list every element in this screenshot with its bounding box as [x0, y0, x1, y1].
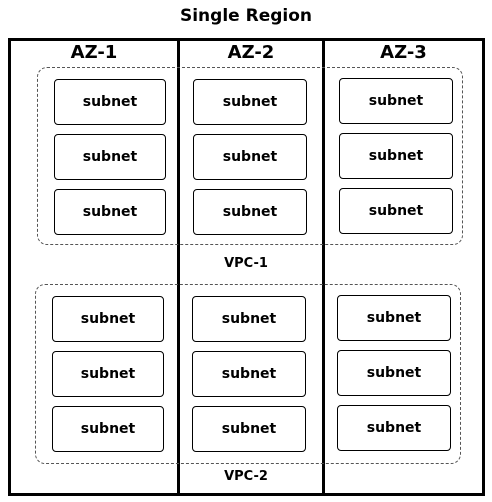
vpc-2-boundary	[35, 284, 461, 464]
subnet-vpc2-az3-2: subnet	[337, 350, 451, 396]
subnet-vpc2-az2-1: subnet	[192, 296, 306, 342]
az-label-3: AZ-3	[380, 42, 427, 63]
az-label-2: AZ-2	[227, 42, 275, 63]
diagram-title: Single Region	[179, 6, 312, 26]
subnet-vpc1-az1-3: subnet	[54, 189, 166, 235]
vpc-1-label: VPC-1	[224, 256, 268, 271]
subnet-vpc1-az3-2: subnet	[339, 133, 453, 179]
vpc-2-label: VPC-2	[224, 469, 268, 484]
subnet-vpc1-az2-1: subnet	[193, 79, 307, 125]
az-divider-1	[177, 38, 180, 496]
subnet-vpc2-az2-3: subnet	[192, 406, 306, 452]
az-label-1: AZ-1	[70, 42, 118, 63]
subnet-vpc1-az1-2: subnet	[54, 134, 166, 180]
subnet-vpc2-az3-3: subnet	[337, 405, 451, 451]
subnet-vpc2-az1-1: subnet	[52, 296, 164, 342]
subnet-vpc2-az2-2: subnet	[192, 351, 306, 397]
subnet-vpc1-az1-1: subnet	[54, 79, 166, 125]
subnet-vpc1-az2-2: subnet	[193, 134, 307, 180]
subnet-vpc1-az3-3: subnet	[339, 188, 453, 234]
vpc-1-boundary	[37, 67, 463, 245]
subnet-vpc2-az1-2: subnet	[52, 351, 164, 397]
subnet-vpc1-az3-1: subnet	[339, 78, 453, 124]
subnet-vpc2-az3-1: subnet	[337, 295, 451, 341]
subnet-vpc2-az1-3: subnet	[52, 406, 164, 452]
region-frame	[8, 38, 485, 496]
subnet-vpc1-az2-3: subnet	[193, 189, 307, 235]
az-divider-2	[322, 38, 325, 496]
